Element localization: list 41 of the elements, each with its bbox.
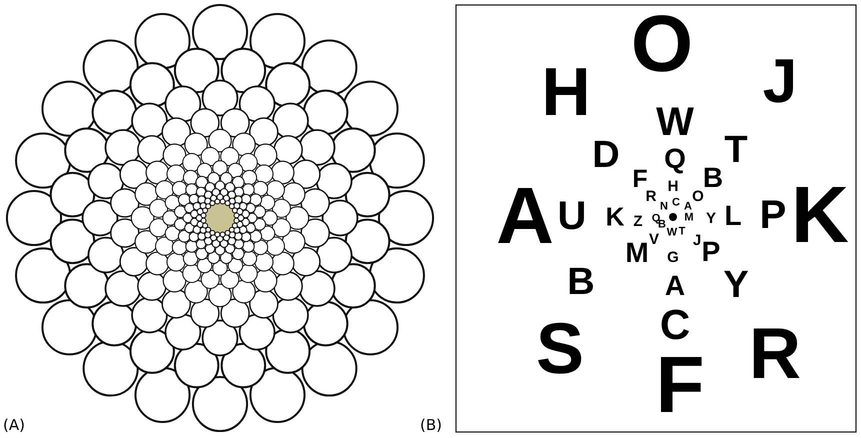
chart-letter: W	[666, 228, 678, 238]
chart-letter: L	[724, 204, 742, 228]
chart-letter: N	[660, 202, 668, 212]
chart-letter: O	[630, 12, 694, 76]
chart-letter: H	[541, 64, 591, 120]
chart-letter: M	[625, 242, 649, 264]
chart-letter: P	[760, 199, 786, 231]
chart-letter: F	[656, 353, 704, 417]
chart-letter: A	[664, 274, 686, 298]
chart-letter: G	[667, 252, 679, 264]
chart-letter: J	[762, 57, 798, 107]
chart-letter: Q	[652, 214, 660, 224]
chart-letter: Y	[706, 213, 716, 225]
chart-letter: O	[692, 191, 704, 203]
chart-letter: M	[684, 214, 694, 222]
chart-letter: B	[658, 220, 666, 230]
chart-letter: W	[656, 106, 694, 138]
chart-letter: U	[558, 200, 586, 232]
chart-letter: R	[749, 326, 801, 384]
chart-letter: P	[702, 240, 720, 264]
chart-letter: T	[724, 134, 748, 166]
panel-label: (A)	[3, 418, 25, 433]
chart-letter: Y	[723, 270, 749, 300]
chart-letter: B	[702, 166, 724, 190]
chart-letter: H	[668, 181, 678, 193]
chart-letter: R	[646, 191, 656, 203]
panel-label: (B)	[420, 418, 442, 433]
chart-letter: F	[632, 169, 648, 189]
chart-letter: V	[649, 234, 659, 246]
chart-letter: K	[791, 183, 849, 247]
chart-letter: S	[536, 321, 584, 379]
chart-letter: D	[592, 140, 620, 170]
chart-letter: Z	[633, 216, 643, 228]
chart-letter: K	[606, 206, 624, 228]
chart-letter: A	[684, 202, 692, 212]
chart-letter: J	[692, 235, 702, 247]
chart-letter: C	[672, 198, 680, 208]
chart-letter: B	[567, 266, 595, 298]
chart-letter: C	[660, 308, 690, 342]
chart-letter: T	[678, 228, 686, 236]
chart-letter: A	[496, 184, 554, 248]
